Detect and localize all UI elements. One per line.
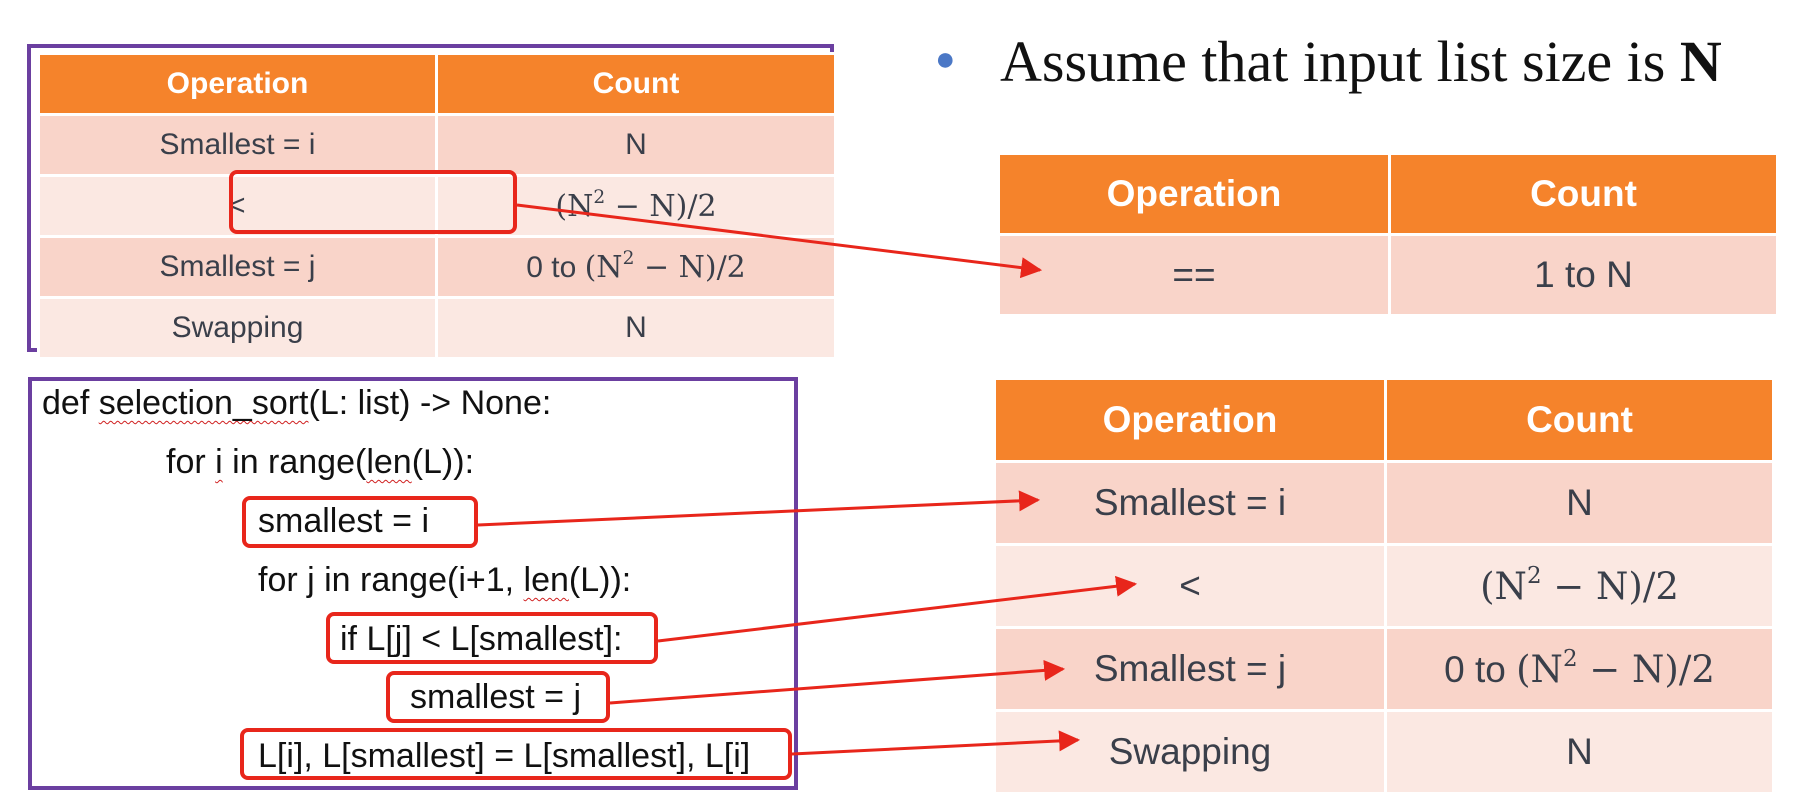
header-operation: Operation	[993, 377, 1387, 463]
table-row: Smallest = j 0 to (N2 − N)/2	[993, 626, 1775, 712]
assumption-text: Assume that input list size is N	[1000, 29, 1722, 94]
operation-cell: <	[993, 543, 1387, 629]
operation-cell: Swapping	[993, 709, 1387, 795]
highlight-box-if	[326, 612, 658, 664]
arrow-smallest-j	[609, 659, 1066, 705]
count-cell: 0 to (N2 − N)/2	[435, 235, 837, 299]
operation-cell: Smallest = j	[993, 626, 1387, 712]
operation-cell: ==	[997, 233, 1391, 317]
header-count: Count	[1388, 152, 1779, 236]
count-cell: N	[435, 113, 837, 177]
table-row: Smallest = i N	[37, 113, 837, 177]
code-line-if: if L[j] < L[smallest]:	[340, 620, 623, 658]
table-row: Smallest = i N	[993, 460, 1775, 546]
arrow-if	[657, 575, 1138, 643]
code-line-smallest-j: smallest = j	[410, 678, 581, 716]
header-count: Count	[435, 52, 837, 116]
count-cell: (N2 − N)/2	[1384, 543, 1775, 629]
count-cell: N	[435, 296, 837, 360]
count-cell: (N2 − N)/2	[435, 174, 837, 238]
highlight-box-smallest-i	[242, 496, 478, 548]
table-row: < (N2 − N)/2	[993, 543, 1775, 629]
operation-cell: Swapping	[37, 296, 438, 360]
table-row: Swapping N	[993, 709, 1775, 795]
bottom-right-operation-table: Operation Count Smallest = i N < (N2 − N…	[993, 377, 1775, 795]
highlight-box-swap	[240, 728, 792, 780]
top-left-table-frame: Operation Count Smallest = i N < (N2 − N…	[27, 44, 837, 360]
code-line-smallest-i: smallest = i	[258, 502, 429, 540]
count-cell: 0 to (N2 − N)/2	[1384, 626, 1775, 712]
code-line-outer-for: for i in range(len(L)):	[166, 443, 475, 481]
header-operation: Operation	[37, 52, 438, 116]
operation-cell: Smallest = i	[993, 460, 1387, 546]
table-row: Swapping N	[37, 296, 837, 360]
top-left-operation-table: Operation Count Smallest = i N < (N2 − N…	[37, 52, 837, 360]
highlight-box-smallest-j	[386, 671, 610, 723]
operation-cell: <	[37, 174, 438, 238]
highlight-box-less-than	[229, 170, 517, 234]
code-line-inner-for: for j in range(i+1, len(L)):	[258, 561, 632, 599]
bullet-icon: ●	[935, 40, 956, 78]
code-line-swap: L[i], L[smallest] = L[smallest], L[i]	[258, 737, 751, 775]
operation-cell: Smallest = i	[37, 113, 438, 177]
table-row: == 1 to N	[997, 233, 1779, 317]
header-count: Count	[1384, 377, 1775, 463]
code-frame	[28, 377, 798, 790]
arrow-less-than-to-equality	[516, 203, 1043, 279]
table-row: Smallest = j 0 to (N2 − N)/2	[37, 235, 837, 299]
count-cell: 1 to N	[1388, 233, 1779, 317]
header-operation: Operation	[997, 152, 1391, 236]
table-row: < (N2 − N)/2	[37, 174, 837, 238]
arrow-smallest-i	[477, 490, 1041, 527]
count-cell: N	[1384, 460, 1775, 546]
code-line-def: def selection_sort(L: list) -> None:	[42, 384, 552, 422]
arrow-swap	[791, 730, 1081, 756]
count-cell: N	[1384, 709, 1775, 795]
equality-operation-table: Operation Count == 1 to N	[997, 152, 1779, 317]
operation-cell: Smallest = j	[37, 235, 438, 299]
